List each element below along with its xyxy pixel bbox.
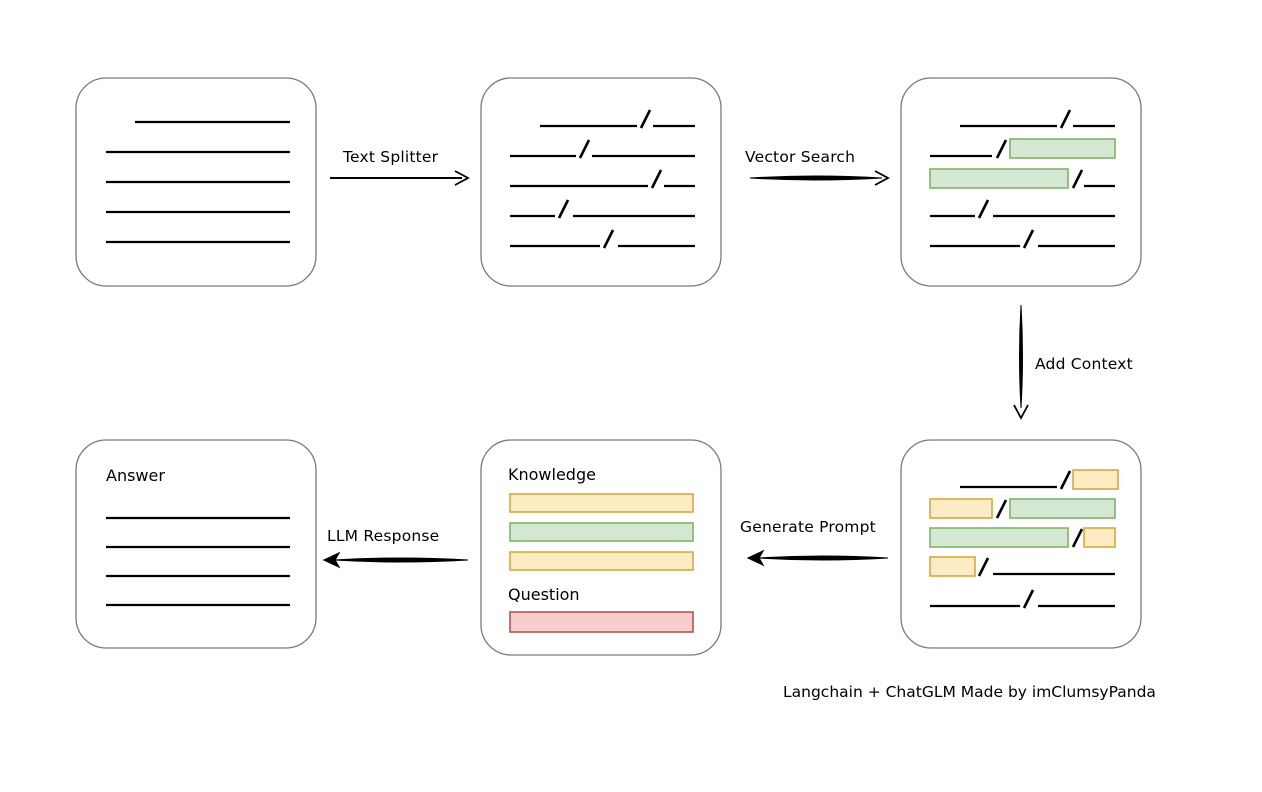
arrow-head bbox=[454, 170, 470, 186]
highlight-bar bbox=[929, 556, 976, 577]
edge-label-generate-prompt: Generate Prompt bbox=[740, 518, 876, 536]
slash-separator bbox=[995, 139, 1008, 159]
highlight-bar bbox=[1083, 527, 1116, 548]
highlight-bar bbox=[1009, 138, 1116, 159]
answer-card bbox=[75, 439, 317, 649]
split-document-card bbox=[480, 77, 722, 287]
edge-label-add-context: Add Context bbox=[1035, 355, 1133, 373]
nodes-layer bbox=[75, 77, 1142, 656]
slash-separator bbox=[557, 199, 570, 219]
edge-line bbox=[749, 175, 883, 181]
matched-document-group bbox=[900, 77, 1142, 287]
prompt-bar-green bbox=[509, 522, 694, 542]
edge-line bbox=[333, 557, 469, 563]
highlight-bar bbox=[1072, 469, 1119, 490]
slash-separator bbox=[977, 557, 990, 577]
prompt-bar-yellow bbox=[509, 493, 694, 513]
edge-llm-response bbox=[322, 551, 469, 569]
knowledge-label: Knowledge bbox=[508, 465, 596, 484]
question-label: Question bbox=[508, 585, 580, 604]
prompt-bar-red bbox=[509, 611, 694, 633]
highlight-bar bbox=[929, 168, 1069, 189]
highlight-bar bbox=[1009, 498, 1116, 519]
arrow-head bbox=[322, 551, 341, 569]
slash-separator bbox=[1071, 169, 1084, 189]
edge-vector-search bbox=[749, 170, 890, 186]
split-document-group bbox=[480, 77, 722, 287]
answer-label: Answer bbox=[106, 466, 165, 485]
highlight-bar bbox=[929, 527, 1069, 548]
edge-label-vector-search: Vector Search bbox=[745, 148, 856, 166]
edge-line bbox=[757, 555, 889, 561]
slash-separator bbox=[639, 109, 652, 129]
slash-separator bbox=[1071, 528, 1084, 548]
slash-separator bbox=[650, 169, 663, 189]
edge-label-text-splitter: Text Splitter bbox=[343, 148, 439, 166]
slash-separator bbox=[1022, 229, 1035, 249]
slash-separator bbox=[602, 229, 615, 249]
edge-add-context bbox=[1013, 304, 1029, 420]
edges-layer bbox=[322, 170, 1029, 569]
edge-label-llm-response: LLM Response bbox=[327, 527, 440, 545]
arrow-head bbox=[746, 549, 765, 567]
context-document-group bbox=[900, 439, 1142, 649]
highlight-bar bbox=[929, 498, 993, 519]
slash-separator bbox=[578, 139, 591, 159]
slash-separator bbox=[1059, 109, 1072, 129]
slash-separator bbox=[1022, 589, 1035, 609]
diagram-caption: Langchain + ChatGLM Made by imClumsyPand… bbox=[783, 683, 1156, 701]
prompt-bar-yellow bbox=[509, 551, 694, 571]
slash-separator bbox=[995, 499, 1008, 519]
slash-separator bbox=[1059, 470, 1072, 490]
answer-card-group bbox=[75, 439, 317, 649]
edge-generate-prompt bbox=[746, 549, 889, 567]
slash-separator bbox=[977, 199, 990, 219]
edge-line bbox=[1019, 304, 1023, 409]
source-document-group bbox=[75, 77, 317, 287]
arrow-head bbox=[874, 170, 890, 186]
prompt-card-group bbox=[480, 439, 722, 656]
edge-text-splitter bbox=[330, 170, 470, 186]
arrow-head bbox=[1013, 404, 1029, 420]
